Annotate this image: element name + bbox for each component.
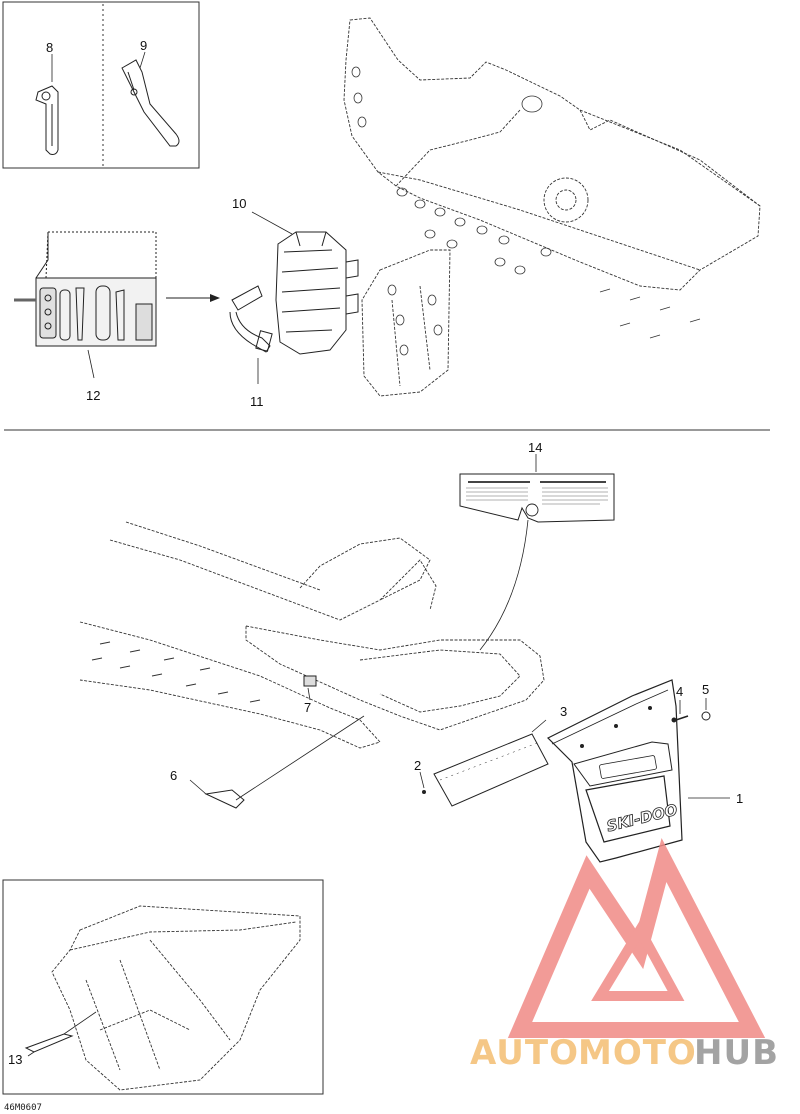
watermark-text: AUTO MOTO HUB (470, 1033, 779, 1073)
part-number-8: 8 (46, 40, 53, 55)
part-number-6: 6 (170, 768, 177, 783)
watermark-moto: MOTO (578, 1033, 697, 1073)
rivet-2-icon (422, 790, 426, 794)
part-number-14: 14 (528, 440, 542, 455)
part-number-1: 1 (736, 791, 743, 806)
part-number-2: 2 (414, 758, 421, 773)
part-number-13: 13 (8, 1052, 22, 1067)
part-number-10: 10 (232, 196, 246, 211)
drawing-code: 46M0607 (4, 1103, 42, 1113)
strap-11 (229, 285, 273, 384)
part-number-9: 9 (140, 38, 147, 53)
plate-3 (433, 733, 549, 807)
tool-bag-10 (275, 231, 359, 355)
rear-tunnel (79, 521, 545, 749)
warning-decal-14 (459, 473, 615, 523)
fastener-7 (303, 675, 317, 687)
tool-kit-12 (14, 231, 157, 379)
tunnel-slots (91, 641, 261, 703)
part-number-4: 4 (676, 684, 683, 699)
part-number-12: 12 (86, 388, 100, 403)
watermark-auto: AUTO (470, 1033, 579, 1073)
part-number-11: 11 (250, 394, 264, 409)
nut-5-icon (701, 711, 711, 721)
bottom-inset: 13 (2, 879, 324, 1095)
automotohub-logo (507, 837, 766, 1038)
part-number-5: 5 (702, 682, 709, 697)
part-number-7: 7 (304, 700, 311, 715)
snow-flap-1: SKI-DOO (546, 679, 683, 863)
wrench-8-icon (35, 85, 59, 155)
wrench-9-icon (121, 59, 180, 147)
part-number-3: 3 (560, 704, 567, 719)
arrow-icon (166, 294, 220, 302)
upper-chassis (343, 17, 761, 397)
reflector-13 (24, 1033, 74, 1053)
screw-4-icon (671, 715, 689, 723)
watermark-hub: HUB (694, 1033, 779, 1073)
chassis-holes (351, 66, 701, 356)
reflector-6 (204, 789, 245, 809)
tool-inset: 8 9 (2, 1, 200, 169)
